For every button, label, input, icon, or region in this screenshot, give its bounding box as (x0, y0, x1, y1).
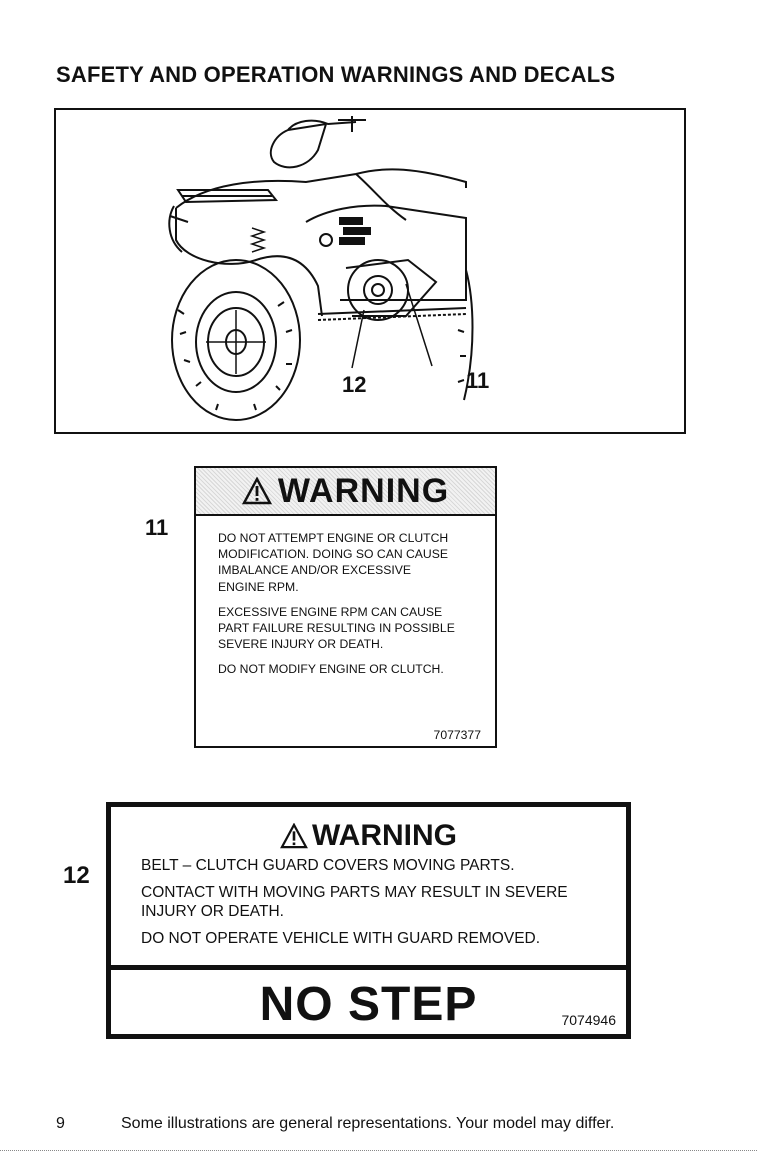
decal-11: WARNING DO NOT ATTEMPT ENGINE OR CLUTCH … (194, 466, 497, 748)
decal-12-header: WARNING (111, 816, 626, 856)
footer-note: Some illustrations are general represent… (121, 1115, 615, 1132)
decal-11-part-number: 7077377 (433, 728, 481, 742)
bottom-rule (0, 1150, 757, 1151)
decal-11-paragraph: EXCESSIVE ENGINE RPM CAN CAUSE PART FAIL… (218, 604, 455, 652)
callout-12: 12 (342, 372, 367, 397)
decal-12-divider (111, 965, 626, 970)
decal-12-line: BELT – CLUTCH GUARD COVERS MOVING PARTS. (141, 857, 515, 874)
no-step-text: NO STEP (259, 978, 478, 1031)
decal-12-line: CONTACT WITH MOVING PARTS MAY RESULT IN … (141, 884, 568, 920)
warning-triangle-icon (280, 823, 308, 849)
decal-11-paragraph: DO NOT MODIFY ENGINE OR CLUTCH. (218, 662, 444, 677)
decal-12: WARNING BELT – CLUTCH GUARD COVERS MOVIN… (106, 802, 631, 1039)
warning-triangle-icon (241, 477, 272, 505)
decal-11-label: 11 (145, 515, 169, 540)
decal-11-heading: WARNING (277, 471, 450, 510)
callout-11: 11 (466, 368, 490, 393)
decal-11-paragraph: DO NOT ATTEMPT ENGINE OR CLUTCH MODIFICA… (218, 531, 449, 594)
decal-12-line: DO NOT OPERATE VEHICLE WITH GUARD REMOVE… (141, 930, 541, 947)
page-number: 9 (56, 1115, 65, 1132)
decal-12-heading: WARNING (312, 819, 457, 852)
decal-12-label: 12 (63, 862, 90, 889)
decal-11-header: WARNING (196, 468, 495, 516)
atv-drawing (168, 116, 474, 421)
page-title: SAFETY AND OPERATION WARNINGS AND DECALS (56, 62, 616, 87)
atv-illustration: 12 11 (54, 108, 686, 434)
decal-12-part-number: 7074946 (561, 1012, 616, 1028)
